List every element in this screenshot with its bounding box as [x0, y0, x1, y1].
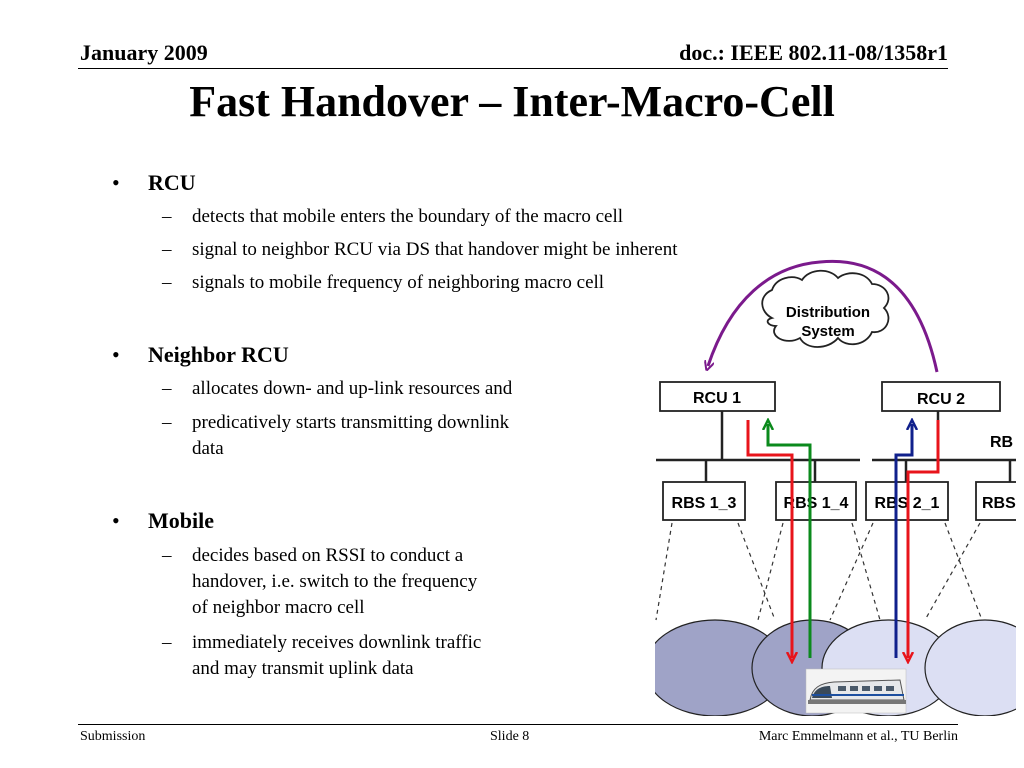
header-rule	[78, 68, 948, 69]
backbone-lines	[656, 411, 1016, 482]
sub-item-text: signals to mobile frequency of neighbori…	[192, 272, 605, 293]
downlink-arrow-rcu2	[908, 420, 940, 658]
sub-item-text: data	[192, 438, 224, 459]
sub-item-text: detects that mobile enters the boundary …	[192, 206, 624, 227]
sub-item-text: signal to neighbor RCU via DS that hando…	[192, 239, 678, 260]
rbs-partial-label: RB	[990, 434, 1013, 451]
header-date: January 2009	[80, 40, 208, 65]
rcu-1-box: RCU 1	[659, 381, 776, 412]
footer-submission: Submission	[80, 729, 146, 744]
rbs-1-3-box: RBS 1_3	[662, 481, 746, 521]
handover-diagram: Distribution System RCU 1 RCU 2 RB RBS 1…	[655, 259, 1016, 716]
rbs-2-2-box: RBS	[975, 481, 1016, 521]
coverage-lines	[655, 522, 983, 621]
bullet-label: Mobile	[148, 508, 214, 533]
sub-item-text: handover, i.e. switch to the frequency	[192, 571, 478, 592]
uplink-arrow-rcu1	[768, 424, 812, 658]
sub-item-text: decides based on RSSI to conduct a	[192, 545, 464, 566]
rcu-2-box: RCU 2	[881, 381, 1001, 412]
downlink-arrow-rcu1	[746, 420, 792, 658]
sub-item-text: of neighbor macro cell	[192, 597, 365, 618]
sub-item-text: and may transmit uplink data	[192, 658, 414, 679]
cloud-label-line1: Distribution	[786, 304, 870, 321]
footer-rule	[78, 724, 958, 725]
sub-item-text: predicatively starts transmitting downli…	[192, 412, 510, 433]
rcu-1-label: RCU 1	[693, 390, 741, 407]
cloud-label-line2: System	[801, 323, 854, 340]
bullet-dot: •	[112, 342, 120, 367]
rbs-1-4-label: RBS 1_4	[784, 495, 849, 512]
rbs-1-4-box: RBS 1_4	[775, 481, 857, 521]
sub-item-text: allocates down- and up-link resources an…	[192, 378, 513, 399]
bullet-label: RCU	[148, 170, 196, 195]
handover-signal-arrow	[708, 259, 939, 372]
slide-title: Fast Handover – Inter-Macro-Cell	[189, 77, 835, 126]
bullet-dot: •	[112, 170, 120, 195]
rbs-1-3-label: RBS 1_3	[672, 495, 737, 512]
rbs-2-2-label: RBS	[982, 495, 1016, 512]
header-doc-id: doc.: IEEE 802.11-08/1358r1	[679, 40, 948, 65]
sub-item-text: immediately receives downlink traffic	[192, 632, 482, 653]
bullet-dot: •	[112, 508, 120, 533]
footer-author: Marc Emmelmann et al., TU Berlin	[758, 729, 958, 744]
distribution-system-cloud: Distribution System	[761, 269, 890, 348]
footer-slide-number: Slide 8	[490, 729, 530, 744]
uplink-arrow-rcu2	[894, 424, 912, 658]
rcu-2-label: RCU 2	[917, 391, 965, 408]
train-image	[805, 668, 907, 714]
cell-rbs-2-2	[924, 619, 1016, 716]
bullet-label: Neighbor RCU	[148, 342, 289, 367]
